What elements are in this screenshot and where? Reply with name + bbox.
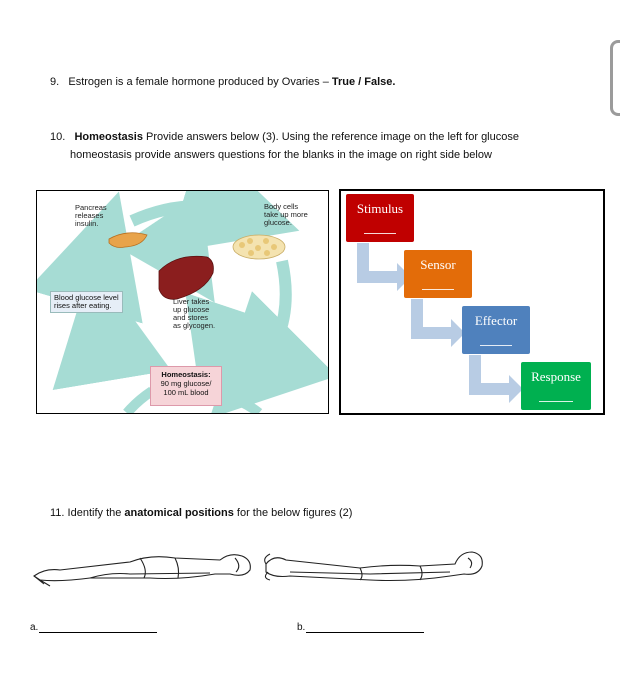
- question-keyword: Homeostasis: [74, 131, 143, 143]
- arrow-top: [129, 191, 300, 253]
- step-arrows: [357, 243, 523, 403]
- question-10: 10. Homeostasis Provide answers below (3…: [50, 129, 519, 145]
- arrow-liver-down: [185, 292, 281, 404]
- question-text-pre: Identify the: [67, 507, 125, 519]
- question-10-line2: homeostasis provide answers questions fo…: [70, 149, 492, 161]
- question-keyword: anatomical positions: [124, 507, 234, 519]
- cycle-arrows: [37, 191, 328, 413]
- homeostasis-box: Homeostasis: 90 mg glucose/ 100 mL blood: [150, 366, 222, 406]
- arrow-stub-right: [225, 391, 263, 413]
- question-text-line1: Provide answers below (3). Using the ref…: [142, 131, 519, 143]
- question-number: 11.: [50, 507, 65, 519]
- question-text: Estrogen is a female hormone produced by…: [68, 76, 332, 88]
- arrow-sensor-effector: [411, 299, 465, 347]
- sensor-blank[interactable]: [422, 289, 454, 290]
- answer-b-line[interactable]: [306, 632, 425, 633]
- feedback-loop-figure: Stimulus Sensor Effector Response: [339, 189, 605, 415]
- answer-b: b.: [297, 622, 425, 633]
- response-blank[interactable]: [539, 401, 573, 402]
- effector-label: Effector: [474, 313, 518, 328]
- answer-a: a.: [30, 622, 158, 633]
- question-9: 9. Estrogen is a female hormone produced…: [50, 74, 395, 90]
- response-box: Response: [521, 362, 591, 410]
- effector-blank[interactable]: [480, 345, 512, 346]
- scroll-tab[interactable]: [610, 40, 620, 116]
- liver-label: Liver takes up glucose and stores as gly…: [173, 297, 216, 330]
- blood-glucose-label: Blood glucose level rises after eating.: [50, 291, 123, 313]
- body-cells-icon: [232, 234, 286, 260]
- question-11: 11. Identify the anatomical positions fo…: [50, 505, 352, 521]
- response-label: Response: [531, 369, 581, 384]
- question-number: 9.: [50, 76, 60, 88]
- arrow-right: [209, 259, 328, 413]
- arrow-to-liver: [117, 191, 215, 303]
- stimulus-blank[interactable]: [364, 233, 396, 234]
- arrow-stimulus-sensor: [357, 243, 411, 291]
- liver-icon: [158, 255, 214, 300]
- glucose-homeostasis-figure: Pancreas releases insulin. Body cells ta…: [36, 190, 329, 414]
- stimulus-box: Stimulus: [346, 194, 414, 242]
- answer-b-label: b.: [297, 622, 306, 633]
- homeostasis-value: 90 mg glucose/ 100 mL blood: [160, 379, 212, 397]
- stimulus-label: Stimulus: [356, 201, 404, 216]
- sensor-box: Sensor: [404, 250, 472, 298]
- arrow-effector-response: [469, 355, 523, 403]
- arrow-left-up: [37, 191, 143, 324]
- question-number: 10.: [50, 131, 66, 143]
- supine-figure: [264, 551, 483, 582]
- sensor-label: Sensor: [420, 257, 456, 272]
- arrow-bottom-left: [52, 261, 172, 391]
- arrow-stub-left: [123, 386, 155, 413]
- pancreas-label: Pancreas releases insulin.: [75, 203, 107, 228]
- effector-box: Effector: [462, 306, 530, 354]
- question-text-post: for the below figures (2): [233, 507, 353, 519]
- answer-choice: True / False.: [331, 76, 396, 88]
- homeostasis-title: Homeostasis:: [161, 370, 211, 379]
- body-cells-label: Body cells take up more glucose.: [264, 202, 308, 227]
- answer-a-label: a.: [30, 622, 39, 633]
- prone-figure: [33, 554, 251, 587]
- pancreas-icon: [108, 232, 148, 248]
- answer-a-line[interactable]: [39, 632, 158, 633]
